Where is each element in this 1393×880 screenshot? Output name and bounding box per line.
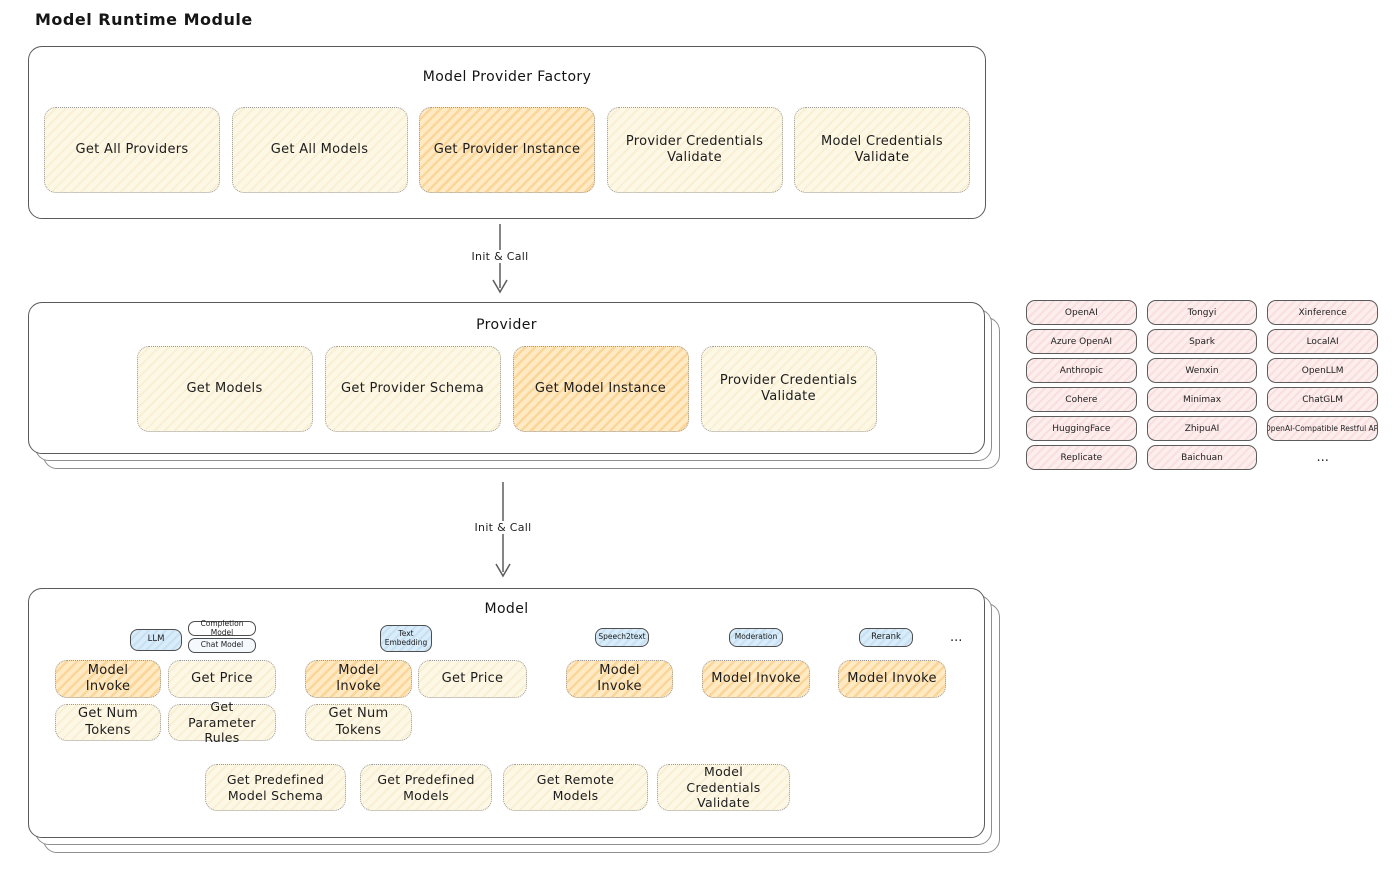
model-title: Model <box>484 601 529 617</box>
provider-chip-baichuan: Baichuan <box>1146 445 1258 470</box>
node-get-num-tokens-llm: Get Num Tokens <box>55 704 161 741</box>
node-get-provider-schema: Get Provider Schema <box>324 346 501 432</box>
provider-chip-huggingface: HuggingFace <box>1026 416 1137 441</box>
model-types-ellipsis: ... <box>950 630 963 645</box>
node-provider-credentials-validate: Provider Credentials Validate <box>606 107 783 193</box>
provider-chip-minimax: Minimax <box>1146 387 1258 412</box>
node-provider-credentials-validate-2: Provider Credentials Validate <box>700 346 877 432</box>
provider-chip-wenxin: Wenxin <box>1146 358 1258 383</box>
model-type-tag-speech2text: Speech2text <box>595 628 649 647</box>
node-get-all-models: Get All Models <box>231 107 408 193</box>
node-get-models: Get Models <box>136 346 313 432</box>
provider-chip-openai: OpenAI <box>1026 300 1137 325</box>
provider-title: Provider <box>476 317 537 333</box>
provider-chip-spark: Spark <box>1146 329 1258 354</box>
node-get-remote-models: Get Remote Models <box>503 764 648 811</box>
arrow-label-init-call-2: Init & Call <box>458 521 548 534</box>
node-get-provider-instance: Get Provider Instance <box>419 107 595 193</box>
node-get-price-llm: Get Price <box>168 660 276 698</box>
provider-chip-cohere: Cohere <box>1026 387 1137 412</box>
node-model-credentials-validate: Model Credentials Validate <box>794 107 970 193</box>
node-get-num-tokens-text-embedding: Get Num Tokens <box>305 704 412 741</box>
node-model-invoke-text-embedding: Model Invoke <box>305 660 412 698</box>
node-model-invoke-speech2text: Model Invoke <box>566 660 673 698</box>
node-get-predefined-model-schema: Get Predefined Model Schema <box>205 764 346 811</box>
model-type-tag-chat-model: Chat Model <box>188 638 256 653</box>
provider-buttons-row: Get Models Get Provider Schema Get Model… <box>29 346 984 432</box>
provider-chip-zhipuai: ZhipuAI <box>1146 416 1258 441</box>
provider-box: Provider Get Models Get Provider Schema … <box>28 302 985 454</box>
node-model-invoke-rerank: Model Invoke <box>838 660 946 698</box>
page-title: Model Runtime Module <box>35 10 253 29</box>
node-get-all-providers: Get All Providers <box>44 107 220 193</box>
provider-chip-replicate: Replicate <box>1026 445 1137 470</box>
provider-chip-openllm: OpenLLM <box>1267 358 1378 383</box>
node-model-credentials-validate-2: Model Credentials Validate <box>657 764 790 811</box>
model-type-tag-text-embedding: Text Embedding <box>380 625 432 652</box>
providers-grid: OpenAI Tongyi Xinference Azure OpenAI Sp… <box>1026 300 1378 470</box>
arrow-label-init-call-1: Init & Call <box>455 250 545 263</box>
model-type-tag-moderation: Moderation <box>729 628 783 647</box>
provider-chip-azure-openai: Azure OpenAI <box>1026 329 1137 354</box>
provider-chip-chatglm: ChatGLM <box>1267 387 1378 412</box>
model-type-tag-rerank: Rerank <box>859 628 913 647</box>
node-get-parameter-rules: Get Parameter Rules <box>168 699 276 745</box>
provider-chip-xinference: Xinference <box>1267 300 1378 325</box>
factory-title: Model Provider Factory <box>422 69 592 85</box>
provider-chip-localai: LocalAI <box>1267 329 1378 354</box>
model-type-tag-completion-model: Completion Model <box>188 619 256 636</box>
node-get-predefined-models: Get Predefined Models <box>360 764 492 811</box>
provider-chip-anthropic: Anthropic <box>1026 358 1137 383</box>
node-get-model-instance: Get Model Instance <box>512 346 689 432</box>
provider-chip-openai-compatible-restful-api: OpenAI-Compatible Restful API <box>1267 416 1378 441</box>
factory-buttons-row: Get All Providers Get All Models Get Pro… <box>44 107 970 193</box>
node-get-price-text-embedding: Get Price <box>418 660 527 698</box>
providers-grid-ellipsis: ... <box>1316 450 1329 465</box>
provider-chip-tongyi: Tongyi <box>1146 300 1258 325</box>
node-model-invoke-llm: Model Invoke <box>55 660 161 698</box>
node-model-invoke-moderation: Model Invoke <box>702 660 810 698</box>
model-type-tag-llm: LLM <box>130 629 182 651</box>
